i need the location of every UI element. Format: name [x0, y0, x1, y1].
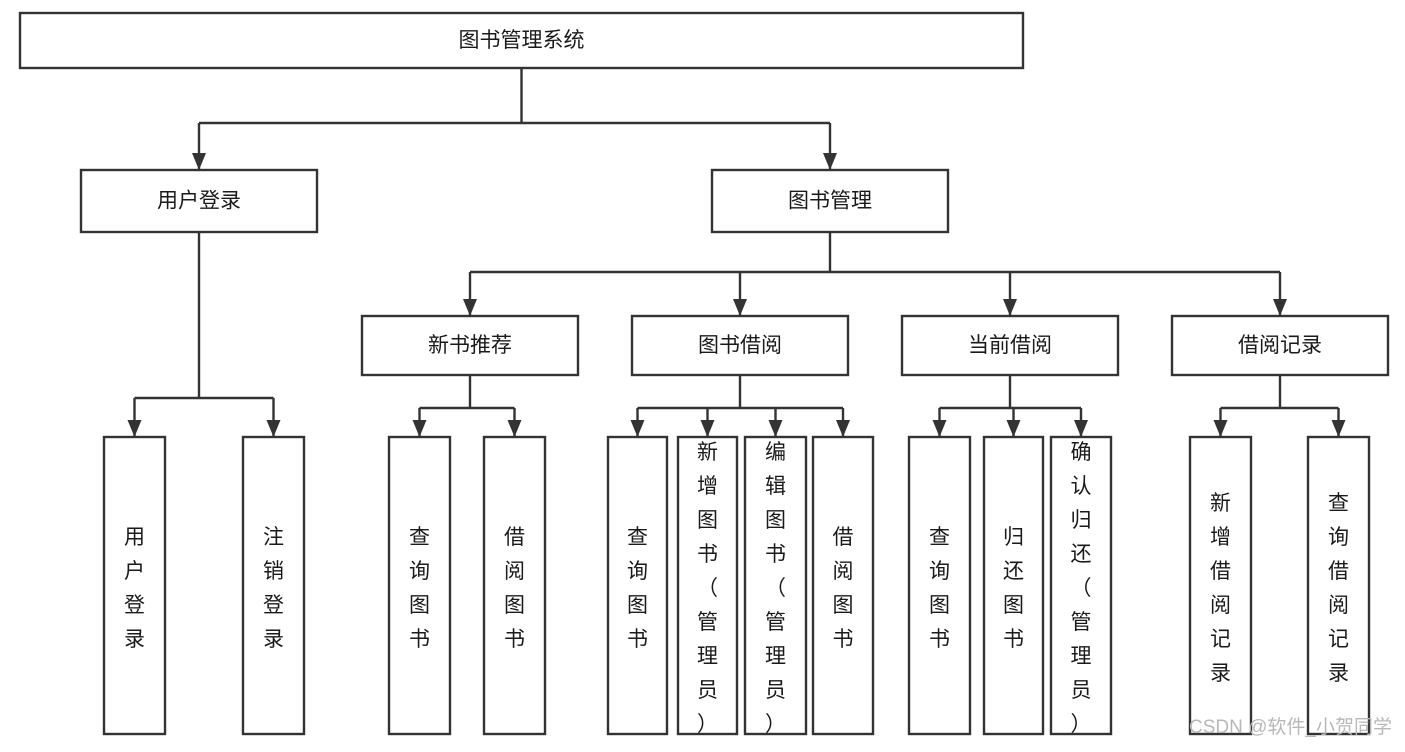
- book-manage-to-level3-arrow-1: [733, 299, 747, 316]
- node-leaf-edit-book-label: 编辑图书（管理员）: [765, 441, 786, 736]
- node-borrow-record-label: 借阅记录: [1238, 334, 1322, 357]
- node-current-borrow-outline: [900, 314, 1120, 377]
- node-leaf-query-book-2-outline: [606, 435, 669, 736]
- node-new-book-rec-outline: [360, 314, 580, 377]
- book-borrow-to-leaves-arrow-2: [768, 420, 783, 437]
- node-leaf-user-login-outline: [102, 435, 167, 736]
- node-leaf-add-record-label: 新增借阅记录: [1210, 492, 1231, 685]
- new-book-rec-to-leaves-arrow-0: [412, 420, 427, 437]
- node-root-label: 图书管理系统: [459, 29, 585, 52]
- book-borrow-to-leaves-arrow-0: [630, 420, 645, 437]
- node-user-login[interactable]: 用户登录: [79, 168, 319, 234]
- node-leaf-logout-label: 注销登录: [263, 526, 284, 651]
- root-to-level2-arrow-1: [823, 153, 837, 170]
- node-leaf-add-record[interactable]: 新增借阅记录: [1188, 435, 1253, 736]
- node-book-manage[interactable]: 图书管理: [710, 168, 950, 234]
- node-book-borrow-label: 图书借阅: [698, 334, 782, 357]
- node-leaf-query-book-1-label: 查询图书: [409, 526, 430, 651]
- user-login-to-leaves-arrow-0: [127, 420, 142, 437]
- node-leaf-add-record-outline: [1188, 435, 1253, 736]
- node-book-manage-label: 图书管理: [788, 190, 872, 213]
- node-leaf-logout-outline: [241, 435, 306, 736]
- node-leaf-borrow-book-2[interactable]: 借阅图书: [811, 435, 875, 736]
- node-leaf-query-record[interactable]: 查询借阅记录: [1306, 435, 1371, 736]
- node-leaf-query-record-label: 查询借阅记录: [1328, 492, 1349, 685]
- root-to-level2-arrow-0: [192, 153, 206, 170]
- node-leaf-query-record-outline: [1306, 435, 1371, 736]
- node-book-borrow[interactable]: 图书借阅: [630, 314, 850, 377]
- node-leaf-logout[interactable]: 注销登录: [241, 435, 306, 736]
- connectors-layer: [127, 68, 1346, 437]
- nodes-layer: 图书管理系统用户登录图书管理新书推荐图书借阅当前借阅借阅记录用户登录注销登录查询…: [18, 11, 1390, 736]
- current-borrow-to-leaves-arrow-0: [932, 420, 947, 437]
- node-leaf-add-book-outline: [676, 435, 739, 736]
- node-leaf-borrow-book-1[interactable]: 借阅图书: [482, 435, 547, 736]
- node-leaf-query-book-2-label: 查询图书: [627, 526, 648, 651]
- node-leaf-query-book-3-outline: [907, 435, 972, 736]
- node-leaf-user-login-label: 用户登录: [124, 526, 145, 651]
- node-leaf-query-book-2[interactable]: 查询图书: [606, 435, 669, 736]
- borrow-record-to-leaves-arrow-0: [1213, 420, 1228, 437]
- node-leaf-borrow-book-2-label: 借阅图书: [833, 526, 854, 651]
- node-leaf-borrow-book-1-outline: [482, 435, 547, 736]
- node-leaf-borrow-book-2-outline: [811, 435, 875, 736]
- node-book-borrow-outline: [630, 314, 850, 377]
- node-leaf-query-book-3-label: 查询图书: [929, 526, 950, 651]
- node-leaf-query-book-3[interactable]: 查询图书: [907, 435, 972, 736]
- node-root[interactable]: 图书管理系统: [18, 11, 1025, 70]
- watermark-label: CSDN @软件_小贺同学: [1189, 716, 1392, 738]
- node-root-outline: [18, 11, 1025, 70]
- user-login-to-leaves-arrow-1: [266, 420, 281, 437]
- book-manage-to-level3-arrow-0: [463, 299, 477, 316]
- node-current-borrow-label: 当前借阅: [968, 334, 1052, 357]
- node-user-login-outline: [79, 168, 319, 234]
- node-user-login-label: 用户登录: [157, 190, 241, 213]
- node-leaf-query-book-1-outline: [387, 435, 452, 736]
- node-leaf-confirm-return-label: 确认归还（管理员）: [1071, 441, 1092, 736]
- new-book-rec-to-leaves-arrow-1: [507, 420, 522, 437]
- node-new-book-rec[interactable]: 新书推荐: [360, 314, 580, 377]
- node-new-book-rec-label: 新书推荐: [428, 334, 512, 357]
- book-borrow-to-leaves-arrow-3: [836, 420, 850, 437]
- book-manage-to-level3-arrow-2: [1003, 299, 1017, 316]
- node-leaf-add-book-label: 新增图书（管理员）: [697, 441, 718, 736]
- node-leaf-return-book-outline: [982, 435, 1045, 736]
- node-book-manage-outline: [710, 168, 950, 234]
- node-leaf-return-book[interactable]: 归还图书: [982, 435, 1045, 736]
- node-borrow-record-outline: [1170, 314, 1390, 377]
- borrow-record-to-leaves-arrow-1: [1331, 420, 1346, 437]
- node-current-borrow[interactable]: 当前借阅: [900, 314, 1120, 377]
- node-leaf-query-book-1[interactable]: 查询图书: [387, 435, 452, 736]
- node-leaf-edit-book[interactable]: 编辑图书（管理员）: [743, 435, 808, 736]
- node-leaf-confirm-return[interactable]: 确认归还（管理员）: [1049, 435, 1113, 736]
- node-leaf-borrow-book-1-label: 借阅图书: [504, 526, 525, 651]
- book-manage-to-level3-arrow-3: [1273, 299, 1287, 316]
- node-leaf-return-book-label: 归还图书: [1003, 526, 1024, 651]
- node-leaf-edit-book-outline: [743, 435, 808, 736]
- node-leaf-add-book[interactable]: 新增图书（管理员）: [676, 435, 739, 736]
- current-borrow-to-leaves-arrow-1: [1006, 420, 1021, 437]
- node-leaf-confirm-return-outline: [1049, 435, 1113, 736]
- book-borrow-to-leaves-arrow-1: [700, 420, 715, 437]
- node-leaf-user-login[interactable]: 用户登录: [102, 435, 167, 736]
- node-borrow-record[interactable]: 借阅记录: [1170, 314, 1390, 377]
- current-borrow-to-leaves-arrow-2: [1074, 420, 1088, 437]
